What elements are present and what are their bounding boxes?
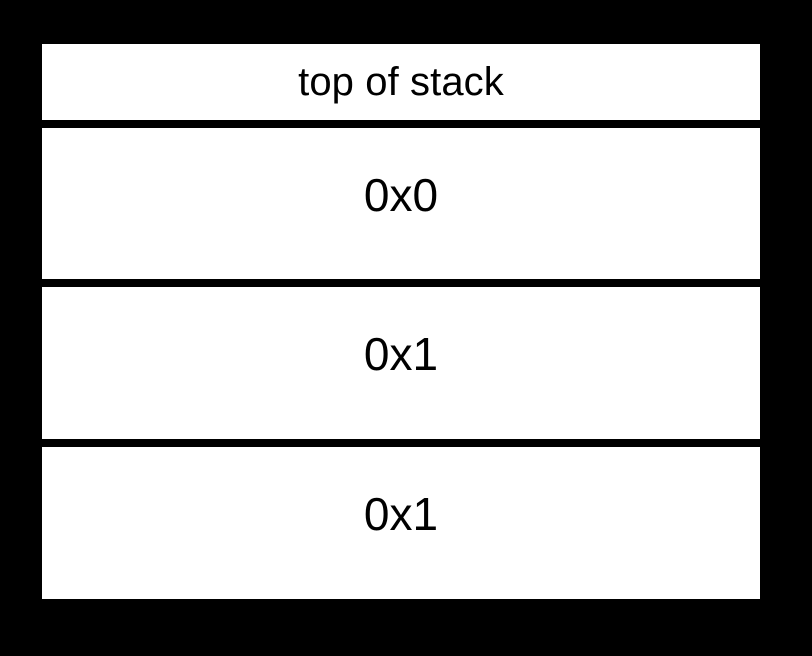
stack-top-label: top of stack xyxy=(298,60,504,104)
stack-cell-0: 0x0 xyxy=(42,128,760,280)
stack-cell-2: 0x1 xyxy=(42,447,760,599)
stack-cell-value-0: 0x0 xyxy=(363,169,439,221)
stack-box: top of stack 0x0 0x1 0x1 xyxy=(42,44,760,599)
stack-cell-value-2: 0x1 xyxy=(363,488,439,540)
stack-cell-1: 0x1 xyxy=(42,287,760,439)
stack-cell-value-1: 0x1 xyxy=(363,328,439,380)
stack-divider-2 xyxy=(42,439,760,447)
stack-cell-top-of-stack: top of stack xyxy=(42,44,760,120)
stack-divider-0 xyxy=(42,120,760,128)
stack-divider-1 xyxy=(42,279,760,287)
